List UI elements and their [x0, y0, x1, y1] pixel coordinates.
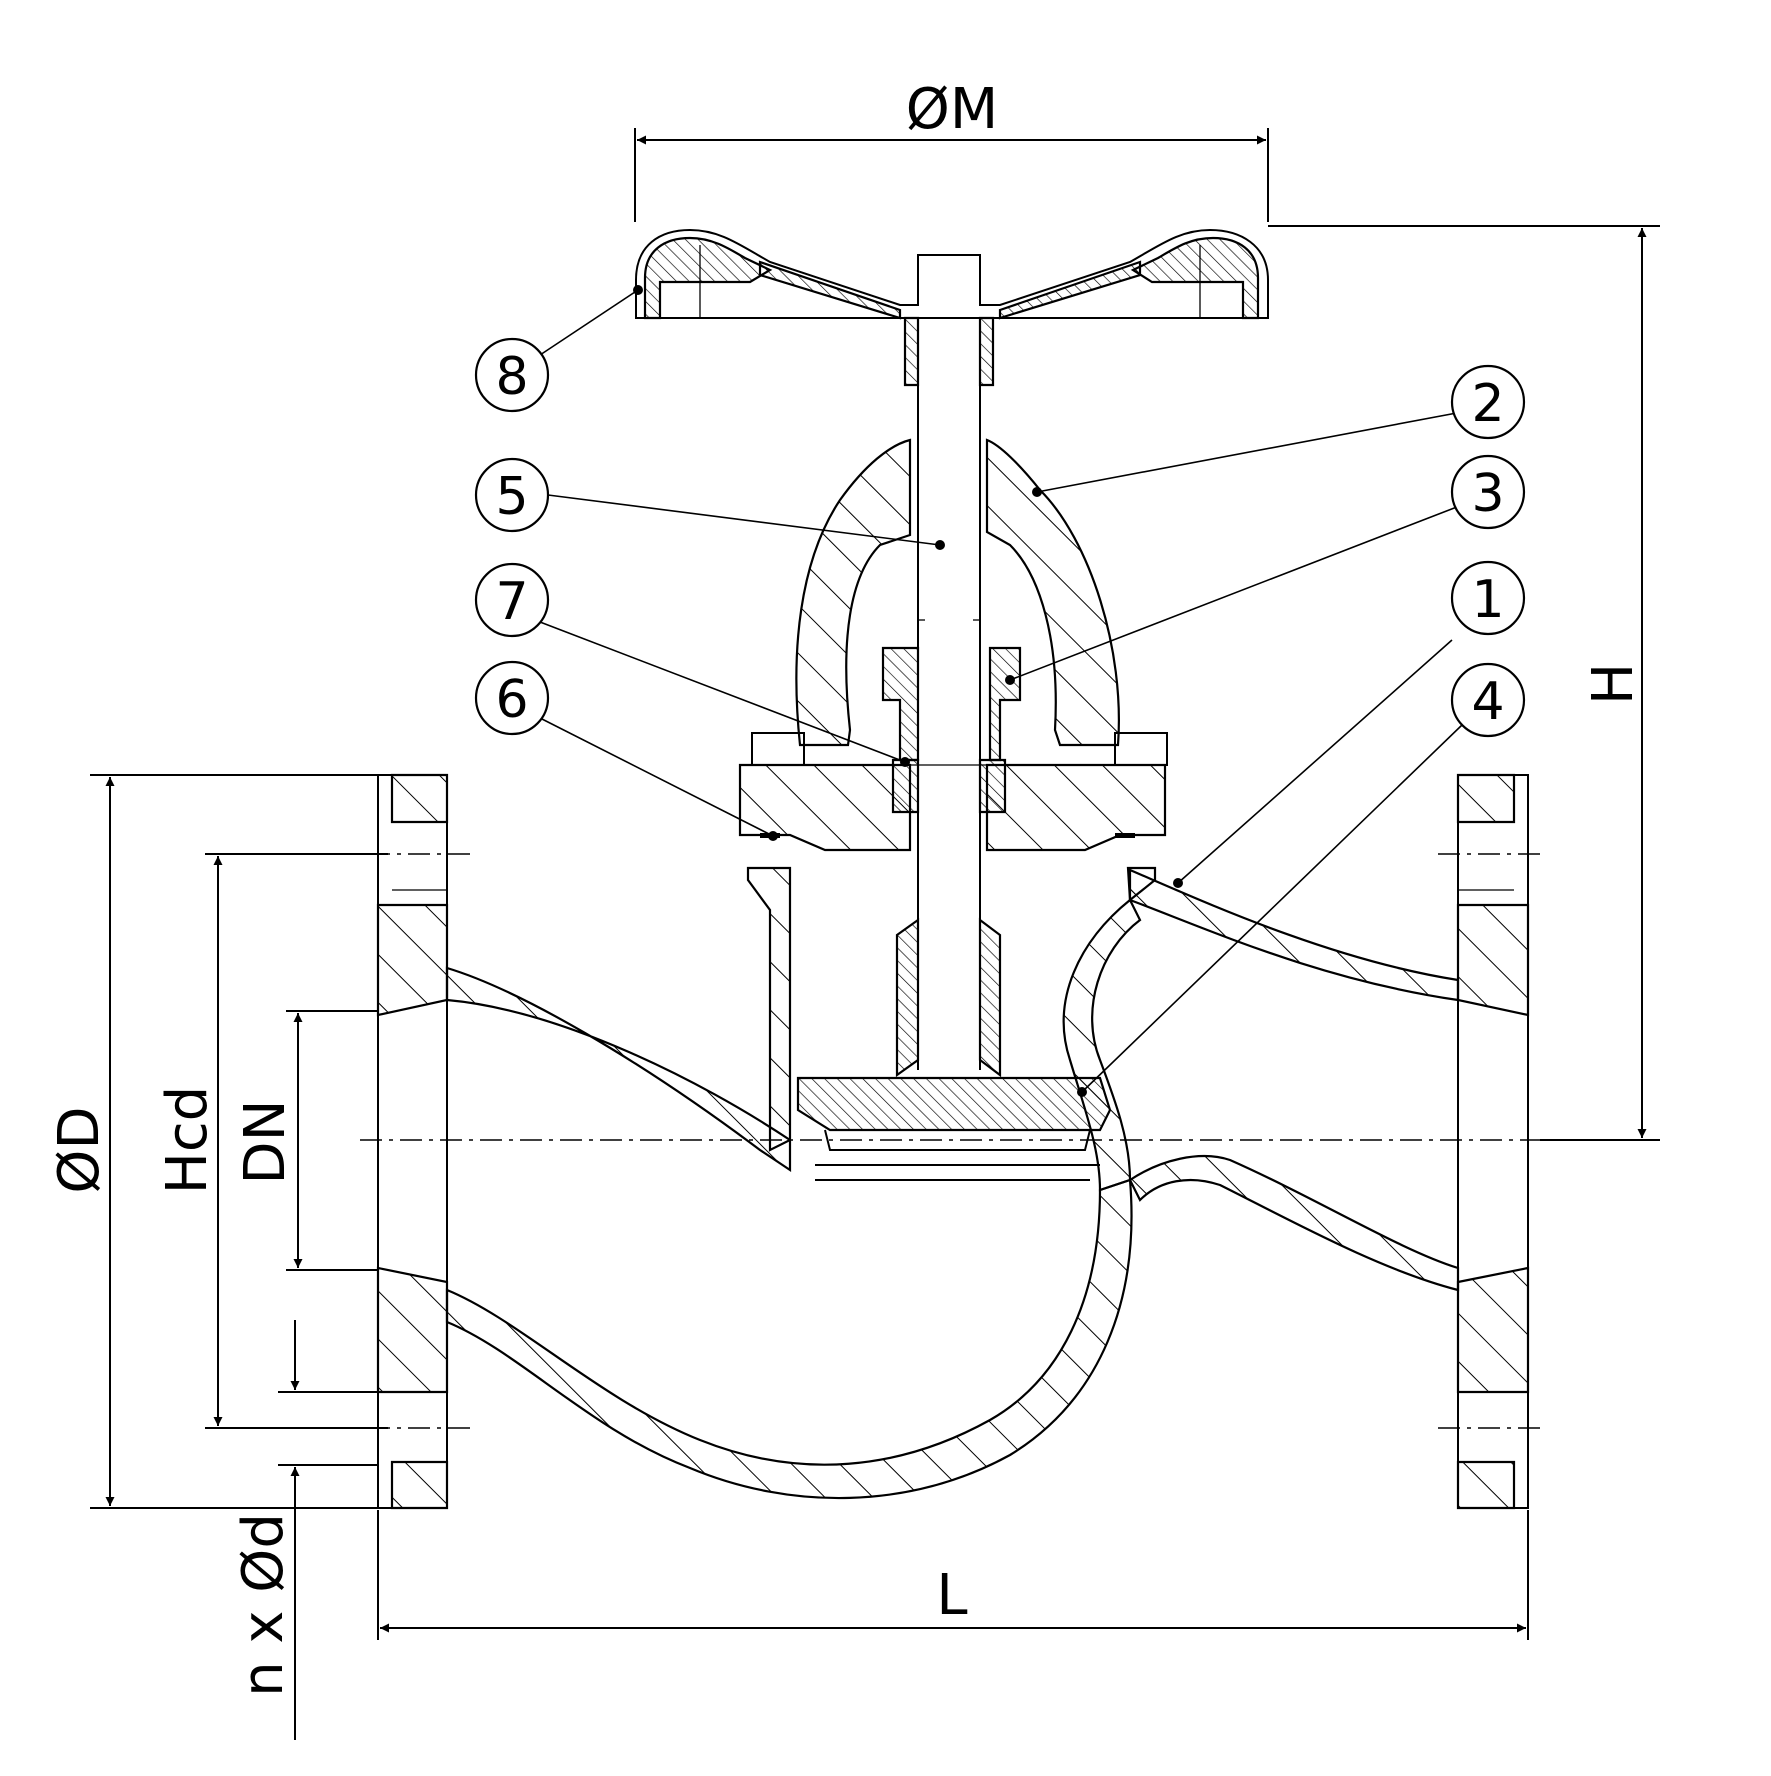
valve-body — [376, 773, 1530, 1510]
left-flange-bottom — [390, 1460, 449, 1510]
dim-label-h: H — [1581, 663, 1646, 705]
right-flange-bottom — [1456, 1460, 1516, 1510]
callout-6: 6 — [474, 660, 550, 736]
callout-2: 2 — [1450, 364, 1526, 440]
packing-left — [891, 758, 920, 814]
center-lines — [360, 853, 1545, 1429]
right-flange-top — [1456, 773, 1516, 824]
gland-left — [881, 646, 920, 762]
body-wall-belly — [445, 1178, 1133, 1500]
body-wall-lower-right — [1128, 1154, 1460, 1292]
dim-label-hcd: Hcd — [155, 1086, 220, 1194]
bonnet — [738, 438, 1168, 852]
bonnet-nut-right — [1114, 732, 1168, 766]
leader-lines — [539, 285, 1463, 1097]
body-wall-upper-left — [445, 966, 792, 1173]
svg-text:6: 6 — [495, 670, 528, 730]
handwheel-rim — [635, 228, 1269, 319]
callout-7: 7 — [474, 562, 550, 638]
stem — [917, 380, 981, 1070]
dimension-lines — [90, 128, 1660, 1740]
svg-text:3: 3 — [1471, 464, 1504, 524]
callout-5: 5 — [474, 457, 550, 533]
valve-disc — [796, 1076, 1112, 1132]
dim-label-bolt-holes: n x Ød — [231, 1513, 296, 1697]
dim-label-m: ØM — [906, 77, 998, 142]
gland-packing — [881, 646, 1022, 814]
disc-holder — [895, 917, 1002, 1078]
svg-text:7: 7 — [495, 572, 528, 632]
bonnet-body — [795, 438, 912, 747]
svg-text:2: 2 — [1471, 374, 1504, 434]
svg-text:4: 4 — [1471, 672, 1504, 732]
dim-label-d: ØD — [47, 1106, 112, 1193]
body-neck-right — [1126, 866, 1157, 903]
seat-partition — [1062, 898, 1142, 1192]
svg-text:8: 8 — [495, 347, 528, 407]
body-neck-left — [746, 866, 792, 1152]
dimension-labels: ØM H ØD Hcd DN L n x Ød — [47, 77, 1646, 1697]
svg-text:1: 1 — [1471, 570, 1504, 630]
handwheel — [635, 228, 1269, 387]
left-flange-top — [390, 773, 449, 824]
bonnet-nut-left — [751, 732, 805, 766]
disc — [796, 1076, 1112, 1151]
svg-text:5: 5 — [495, 467, 528, 527]
dim-label-dn: DN — [233, 1099, 298, 1184]
callout-4: 4 — [1450, 662, 1526, 738]
callout-3: 3 — [1450, 454, 1526, 530]
callout-8: 8 — [474, 337, 550, 413]
dim-label-l: L — [936, 1563, 967, 1628]
body-wall-upper-right — [1128, 868, 1460, 1002]
callout-1: 1 — [1450, 560, 1526, 636]
